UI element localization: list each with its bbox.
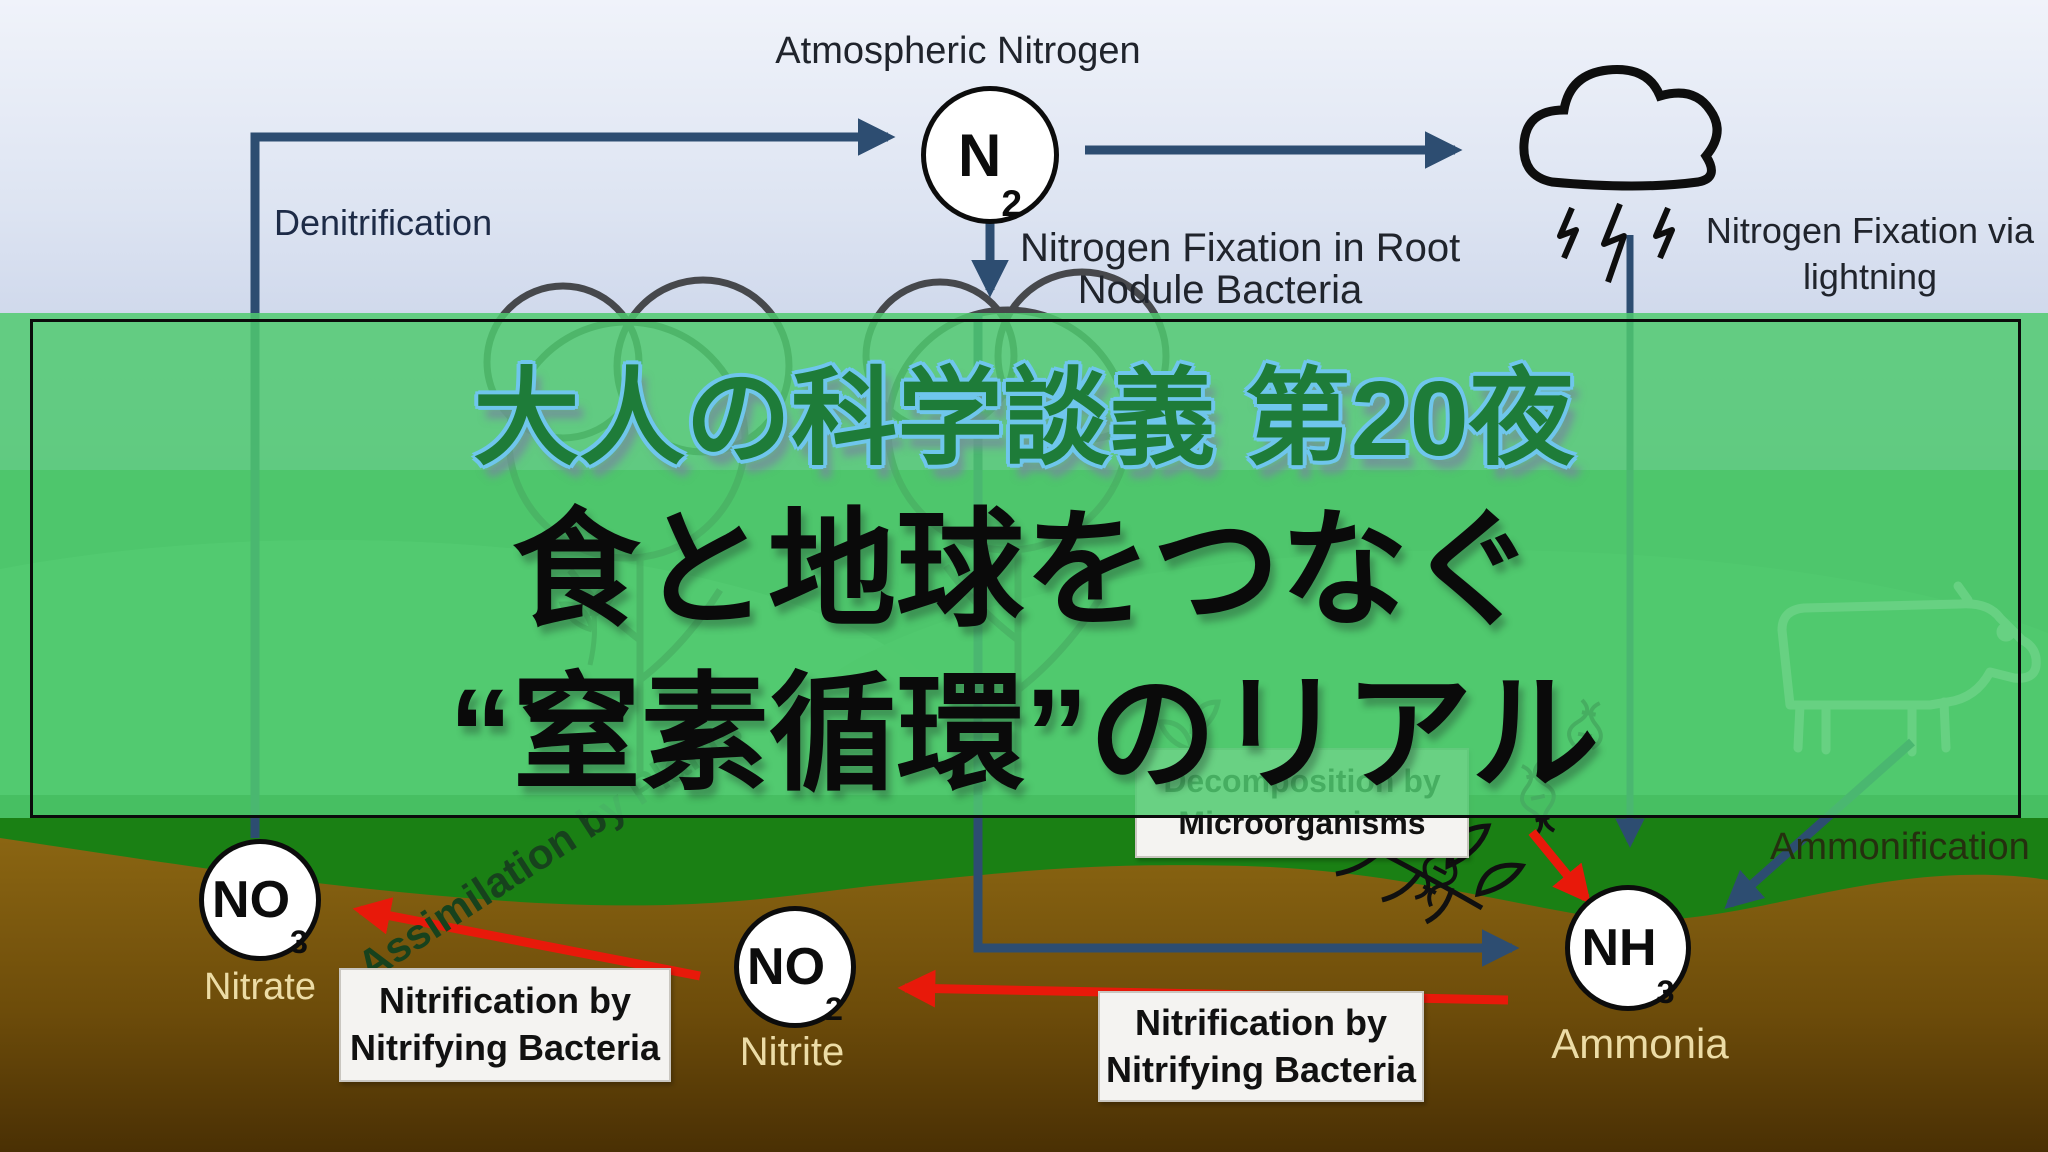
n2-subscript: 2: [1001, 182, 1023, 225]
no2-formula: NO: [747, 938, 826, 996]
fixation-lightning-label-line1: Nitrogen Fixation via: [1705, 210, 2035, 251]
no3-formula: NO: [212, 871, 291, 929]
green-title-overlay: [0, 313, 2048, 818]
ammonification-label: Ammonification: [1770, 826, 2030, 868]
no3-subscript: 3: [290, 924, 308, 961]
n2-formula: N: [957, 121, 1002, 189]
title-main-line1: 食と地球をつなぐ: [511, 499, 1536, 642]
nh3-subscript: 3: [1656, 974, 1675, 1011]
nitrification-right-line1: Nitrification by: [1134, 1001, 1388, 1043]
no2-label: Nitrite: [739, 1030, 845, 1074]
fixation-lightning-label-line2: lightning: [1802, 256, 1938, 297]
storm-cloud-icon: [1519, 65, 1722, 191]
nh3-formula: NH: [1581, 919, 1657, 977]
lightning-bolts-icon: [1557, 202, 1675, 283]
nitrification-left-line2: Nitrifying Bacteria: [349, 1027, 661, 1068]
overlay-border-frame: [30, 319, 2021, 818]
nitrification-box-right: Nitrification by Nitrifying Bacteria: [1098, 991, 1424, 1102]
nitrification-right-line2: Nitrifying Bacteria: [1105, 1048, 1417, 1090]
fixation-root-label-line2: Nodule Bacteria: [1077, 268, 1363, 312]
nitrification-left-line1: Nitrification by: [378, 980, 632, 1022]
no3-label: Nitrate: [204, 966, 316, 1008]
fixation-root-label-line1: Nitrogen Fixation in Root: [1020, 226, 1461, 270]
denitrification-label: Denitrification: [274, 202, 493, 243]
title-series-line: 大人の科学談義 第20夜: [473, 360, 1575, 478]
no2-subscript: 2: [825, 991, 843, 1028]
nh3-label: Ammonia: [1551, 1020, 1729, 1067]
title-main-line2: “窒素循環”のリアル: [448, 663, 1600, 806]
nitrification-box-left: Nitrification by Nitrifying Bacteria: [339, 968, 671, 1082]
atmospheric-nitrogen-label: Atmospheric Nitrogen: [775, 30, 1141, 72]
